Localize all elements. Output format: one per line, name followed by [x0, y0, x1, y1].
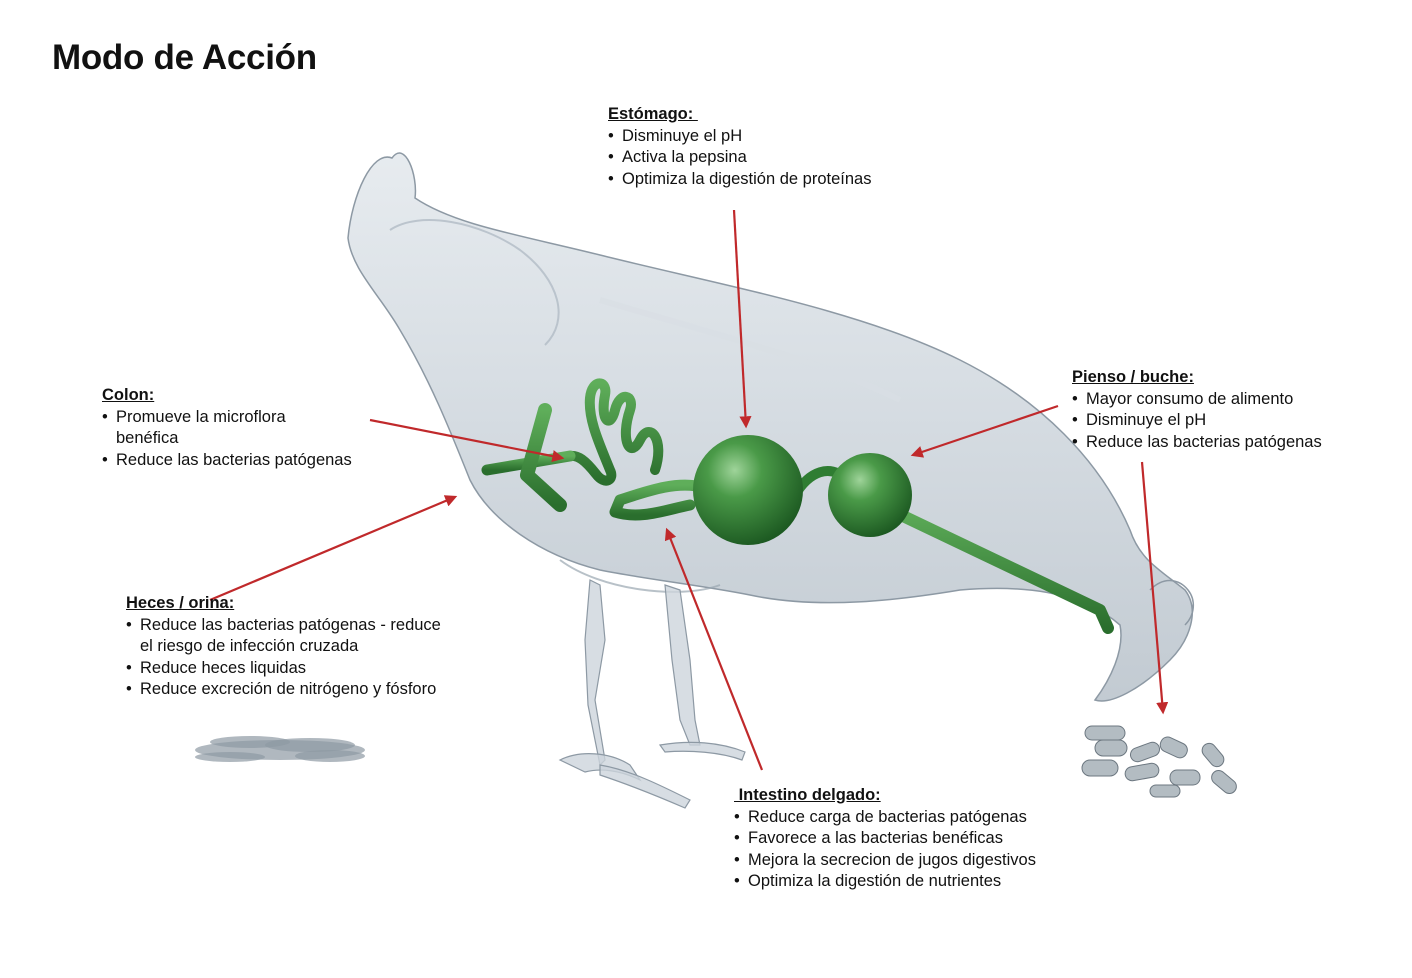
- label-estomago-heading: Estómago:: [608, 105, 698, 123]
- label-pienso: Pienso / buche: Mayor consumo de aliment…: [1072, 367, 1322, 453]
- label-heces-item: Reduce excreción de nitrógeno y fósforo: [126, 679, 441, 701]
- chicken-legs: [558, 579, 746, 809]
- label-estomago-item: Activa la pepsina: [608, 147, 871, 169]
- label-intestino-item: Favorece a las bacterias benéficas: [734, 828, 1036, 850]
- intestine-coils: [565, 378, 664, 486]
- label-intestino-item: Optimiza la digestión de nutrientes: [734, 871, 1036, 893]
- label-estomago: Estómago: Disminuye el pH Activa la peps…: [608, 104, 871, 190]
- label-heces-item: Reduce heces liquidas: [126, 658, 441, 680]
- small-intestine-loop: [609, 479, 711, 521]
- arrow-pienso: [910, 404, 1059, 458]
- label-heces: Heces / orina: Reduce las bacterias pató…: [126, 593, 441, 701]
- digestive-tract: [481, 378, 1114, 634]
- feed-pellets-illustration: [1081, 725, 1237, 798]
- label-heces-item: Reduce las bacterias patógenas - reduce …: [126, 615, 441, 658]
- arrow-colon: [369, 418, 565, 463]
- label-colon: Colon: Promueve la microflora benéfica R…: [102, 385, 352, 471]
- label-estomago-item: Disminuye el pH: [608, 126, 871, 148]
- page-title: Modo de Acción: [52, 38, 317, 77]
- proventriculus: [828, 453, 912, 537]
- feces-illustration: [195, 736, 365, 762]
- label-pienso-item: Mayor consumo de alimento: [1072, 389, 1322, 411]
- label-pienso-item: Disminuye el pH: [1072, 410, 1322, 432]
- esophagus: [874, 499, 1114, 634]
- label-intestino-item: Mejora la secrecion de jugos digestivos: [734, 850, 1036, 872]
- label-colon-item: Reduce las bacterias patógenas: [102, 450, 352, 472]
- label-heces-heading: Heces / orina:: [126, 594, 235, 612]
- arrow-intestino: [664, 527, 764, 771]
- arrow-estomago: [732, 209, 752, 429]
- label-intestino-item: Reduce carga de bacterias patógenas: [734, 807, 1036, 829]
- label-colon-item: Promueve la microflora benéfica: [102, 407, 352, 450]
- label-colon-heading: Colon:: [102, 386, 155, 404]
- annotation-arrows: [209, 209, 1169, 771]
- arrow-buche-feed: [1140, 461, 1169, 715]
- label-estomago-item: Optimiza la digestión de proteínas: [608, 169, 871, 191]
- gizzard: [693, 435, 803, 545]
- label-pienso-heading: Pienso / buche:: [1072, 368, 1194, 386]
- arrow-heces: [209, 495, 458, 602]
- label-pienso-item: Reduce las bacterias patógenas: [1072, 432, 1322, 454]
- label-intestino-heading: Intestino delgado:: [734, 786, 881, 804]
- label-intestino: Intestino delgado: Reduce carga de bacte…: [734, 785, 1036, 893]
- chicken-body: [347, 152, 1194, 702]
